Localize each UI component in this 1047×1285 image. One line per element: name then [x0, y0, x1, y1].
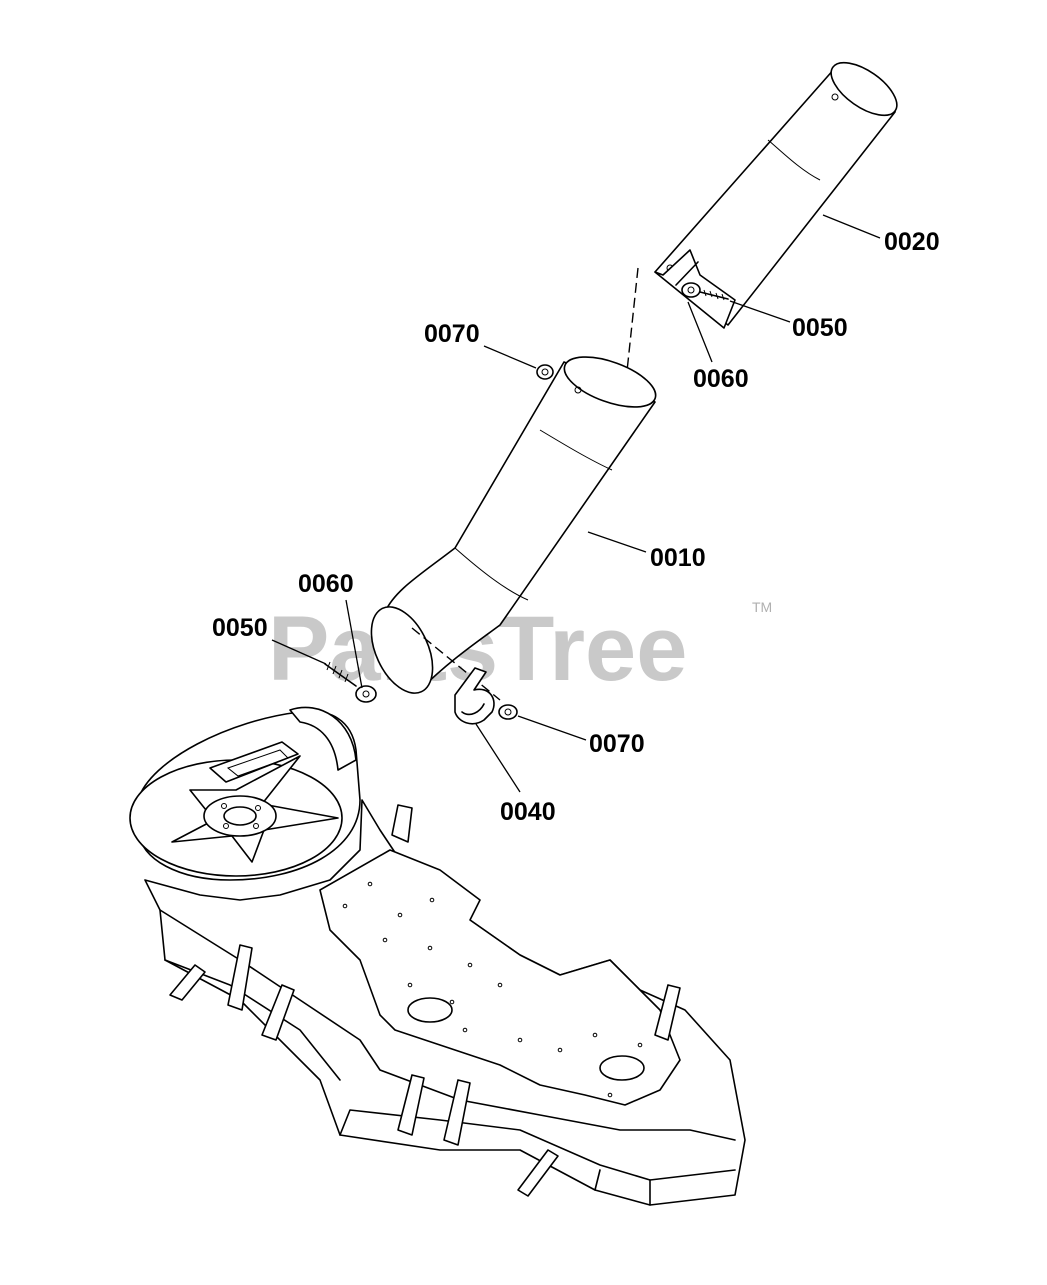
leader-lines — [271, 214, 881, 793]
watermark-trademark: TM — [752, 599, 772, 615]
callout-0060-bottom: 0060 — [298, 570, 354, 598]
callout-0070-bottom: 0070 — [589, 730, 645, 758]
bolt-washer-bottom — [324, 661, 377, 703]
nut-bottom — [498, 704, 518, 720]
main-discharge-chute — [370, 356, 657, 694]
callout-0050-top: 0050 — [792, 314, 848, 342]
callout-0050-bottom: 0050 — [212, 614, 268, 642]
watermark: PartsTree TM — [268, 598, 772, 700]
callout-0060-top: 0060 — [693, 365, 749, 393]
callout-0020: 0020 — [884, 228, 940, 256]
callout-0010: 0010 — [650, 544, 706, 572]
nut-top — [536, 364, 554, 380]
chute-bracket — [454, 667, 495, 725]
alignment-line-lower — [411, 627, 501, 701]
bolt-washer-top — [681, 282, 729, 301]
callout-0040: 0040 — [500, 798, 556, 826]
callout-0070-top: 0070 — [424, 320, 480, 348]
callout-labels: 0020 0050 0060 0070 0010 0060 0050 0070 … — [212, 228, 940, 826]
mower-deck — [129, 706, 746, 1206]
